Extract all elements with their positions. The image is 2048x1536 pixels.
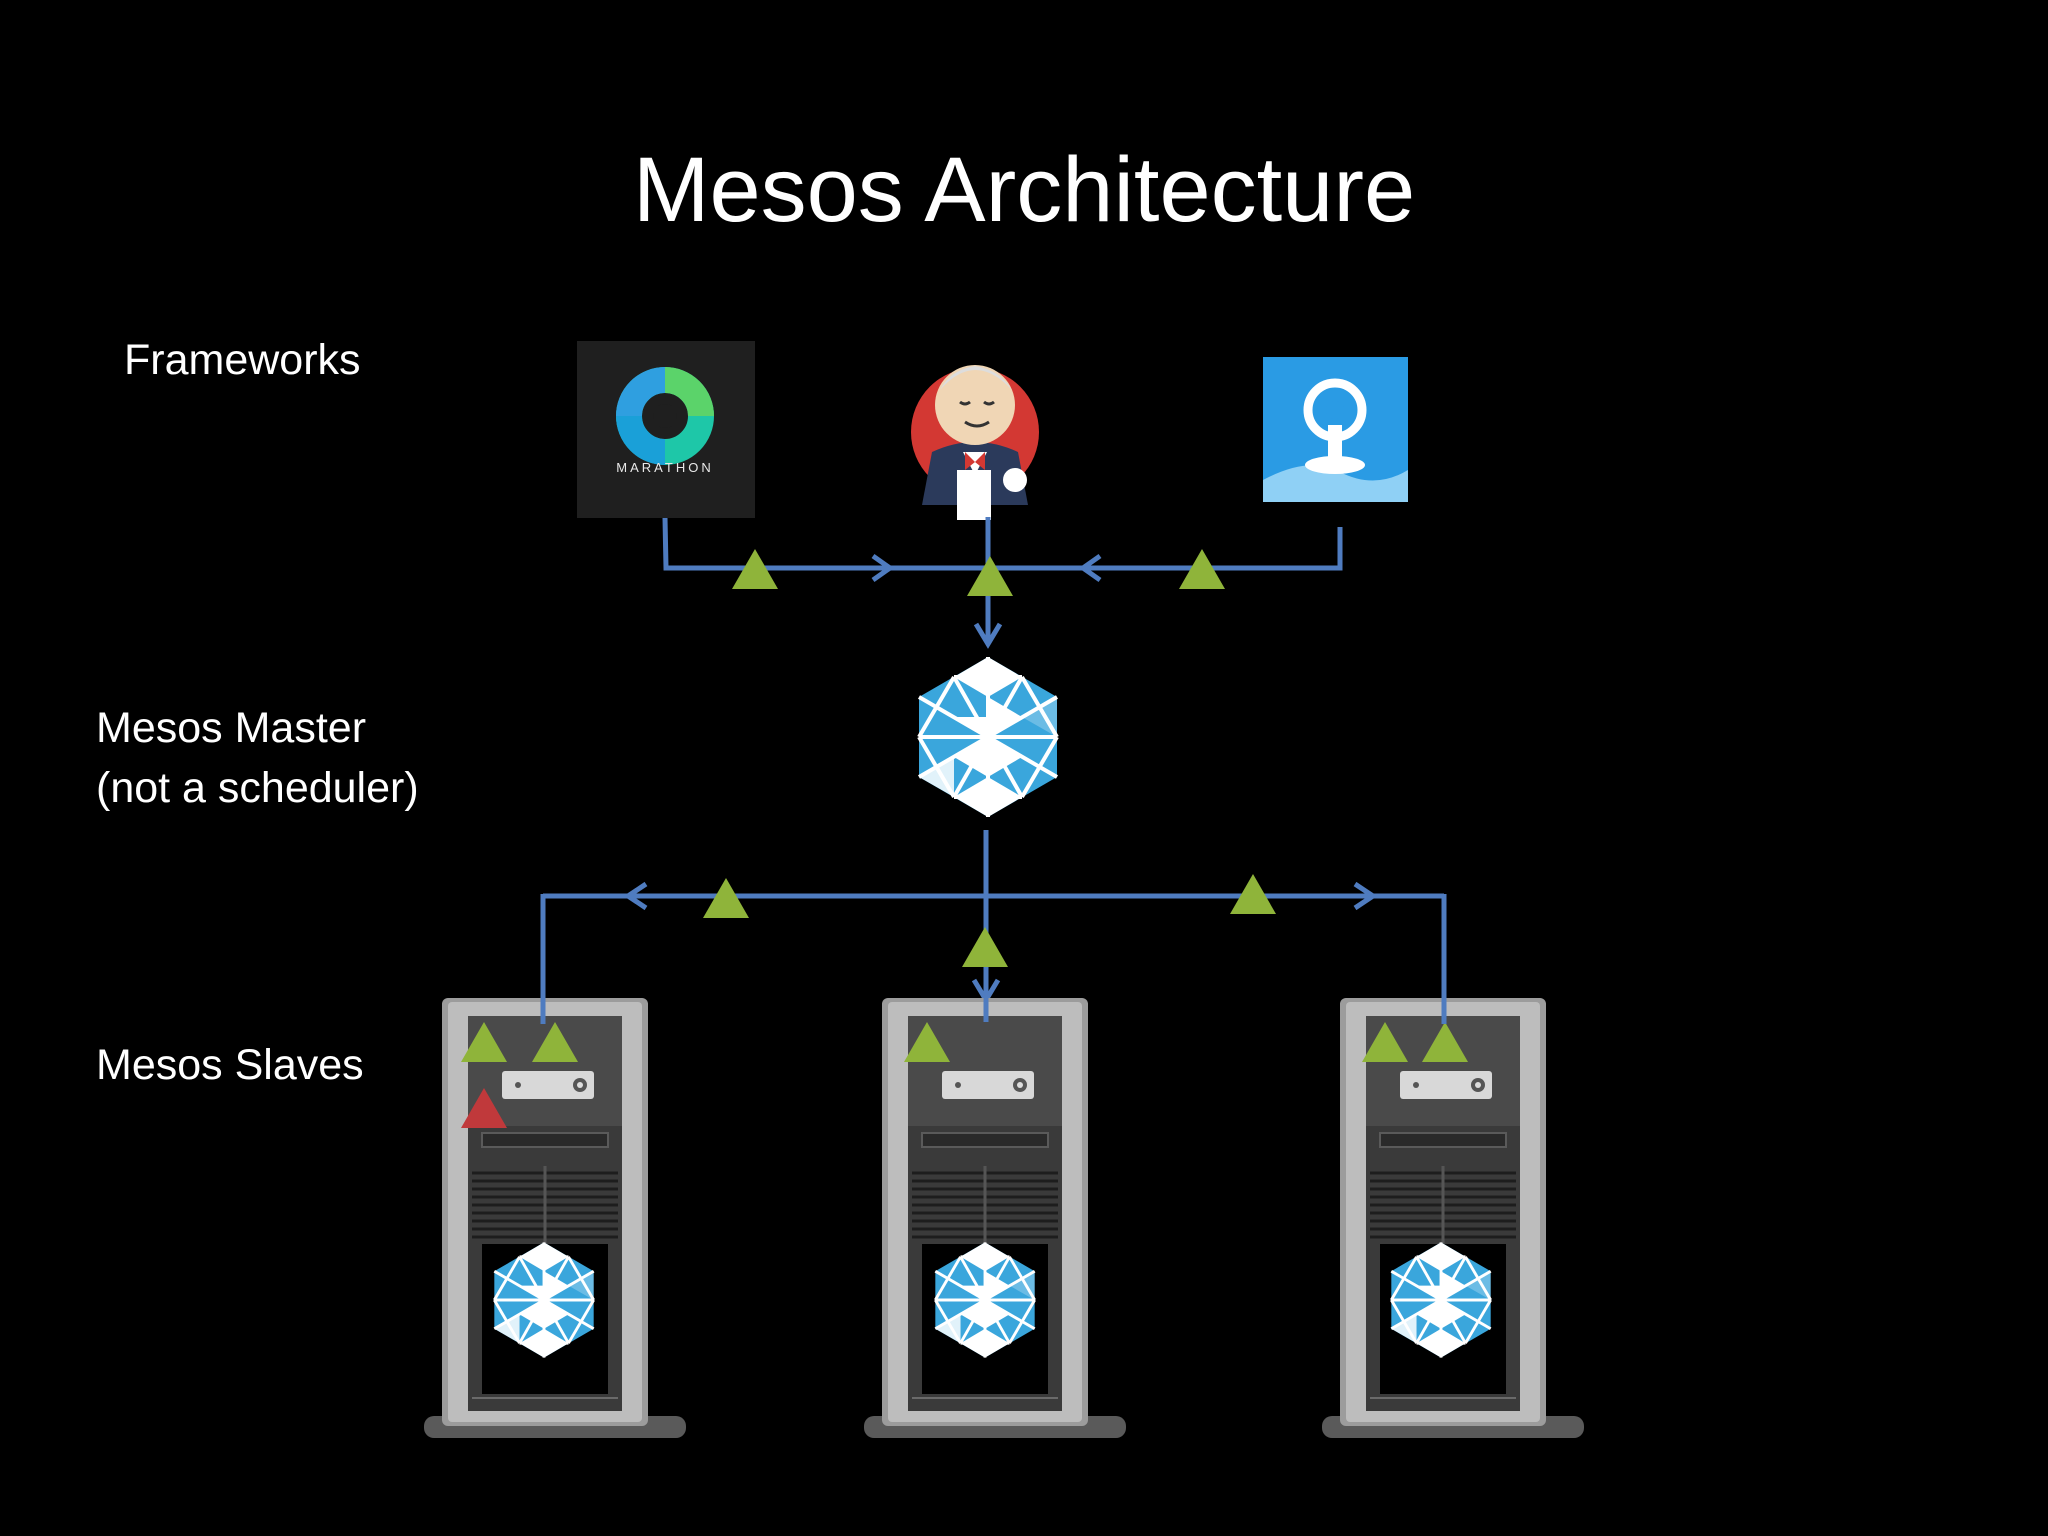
marathon-logo-icon: MARATHON [577,341,755,518]
resource-offer-triangle [967,556,1013,596]
page-title: Mesos Architecture [632,139,1416,241]
slave-connectors [540,830,1447,1024]
jenkins-butler-icon [911,365,1039,520]
slave-connector-overlays [540,994,1447,1024]
frameworks-label: Frameworks [124,336,361,384]
resource-offer-triangle [962,927,1008,967]
mesos-master-label: Mesos Master (not a scheduler) [96,698,419,818]
mesos-slave-1 [422,996,688,1440]
mesos-slave-2 [862,996,1128,1440]
mesos-slave-3 [1320,996,1586,1440]
mesos-master-label-line1: Mesos Master [96,704,367,752]
chronos-logo-icon [1263,357,1408,502]
mesos-slaves-label: Mesos Slaves [96,1041,364,1089]
mesos-master-label-line2: (not a scheduler) [96,764,419,812]
task-triangle [461,1088,507,1128]
mesos-master-logo-icon [917,655,1059,819]
marathon-wordmark: MARATHON [616,460,713,475]
